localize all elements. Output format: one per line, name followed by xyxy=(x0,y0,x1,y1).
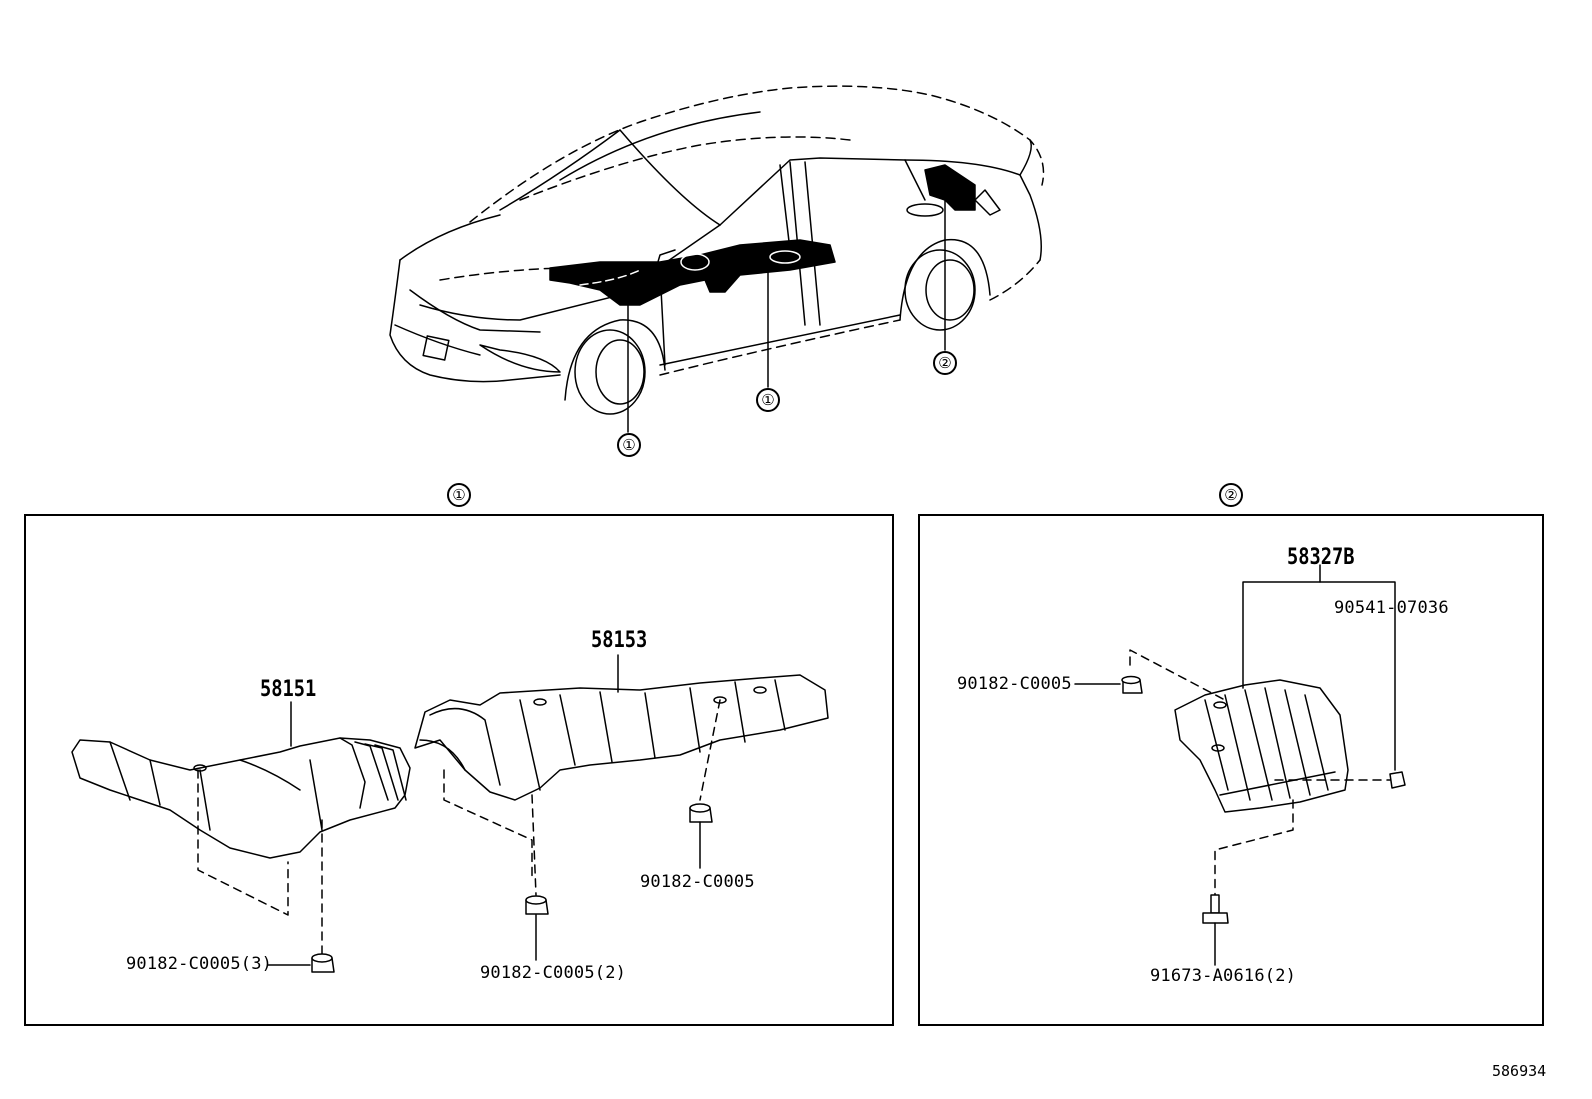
bolt-91673-a0616-label[interactable]: 91673-A0616(2) xyxy=(1150,966,1297,986)
insulator-58153 xyxy=(414,674,829,801)
callout-2-rear: ② xyxy=(933,351,957,375)
callout-1-center: ① xyxy=(756,388,780,412)
insulator-highlight xyxy=(549,164,976,306)
part-58151-label[interactable]: 58151 xyxy=(260,677,317,702)
insulator-58151 xyxy=(71,737,411,859)
panel-2 xyxy=(918,514,1544,1026)
panel-2-title: ② xyxy=(1219,483,1243,507)
callout-1-front: ① xyxy=(617,433,641,457)
diagram-id: 586934 xyxy=(1492,1062,1547,1080)
insulator-58327b xyxy=(1174,679,1349,813)
part-58153-label[interactable]: 58153 xyxy=(591,628,648,653)
nut-90182-c0005-label[interactable]: 90182-C0005 xyxy=(640,872,755,892)
nut-90182-c0005-p2-label[interactable]: 90182-C0005 xyxy=(957,674,1072,694)
panel-1-title: ① xyxy=(447,483,471,507)
nut-90182-c0005-2-label[interactable]: 90182-C0005(2) xyxy=(480,963,627,983)
part-58327b-label[interactable]: 58327B xyxy=(1287,545,1355,570)
panel-1 xyxy=(24,514,894,1026)
car-illustration xyxy=(389,85,1045,415)
nut-90182-c0005-3-label[interactable]: 90182-C0005(3) xyxy=(126,954,273,974)
nut-shape xyxy=(311,803,713,973)
part-90541-07036-label[interactable]: 90541-07036 xyxy=(1334,598,1449,618)
